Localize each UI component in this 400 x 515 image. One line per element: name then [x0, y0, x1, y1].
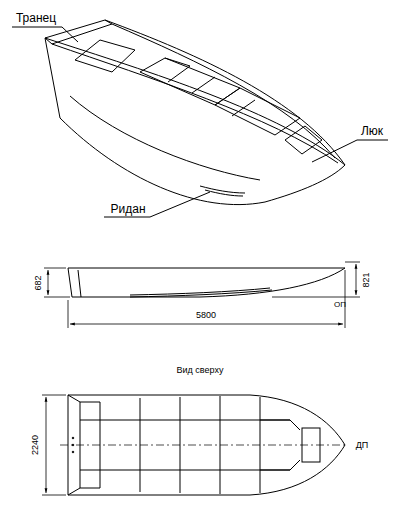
reference-line-label: ОП: [334, 301, 346, 309]
view-caption: Вид сверху: [177, 366, 224, 375]
dimension-lines: [42, 395, 66, 495]
part-name: Люк: [361, 125, 383, 137]
dimension-value: 2240: [31, 435, 40, 455]
boat-top-view: [60, 395, 348, 495]
dimension-value: 821: [362, 272, 371, 287]
part-name: Транец: [16, 12, 56, 24]
leader-line: [12, 27, 78, 42]
reference-line-label: ДП: [356, 441, 369, 450]
boat-isometric: [45, 20, 345, 205]
dimension-lines: [44, 262, 360, 328]
dimension-value: 5800: [196, 311, 216, 320]
leader-line: [312, 140, 388, 162]
part-name: Ридан: [110, 203, 145, 215]
leader-line: [104, 192, 210, 217]
dimension-value: 682: [34, 275, 43, 290]
boat-side-view: [68, 268, 345, 297]
